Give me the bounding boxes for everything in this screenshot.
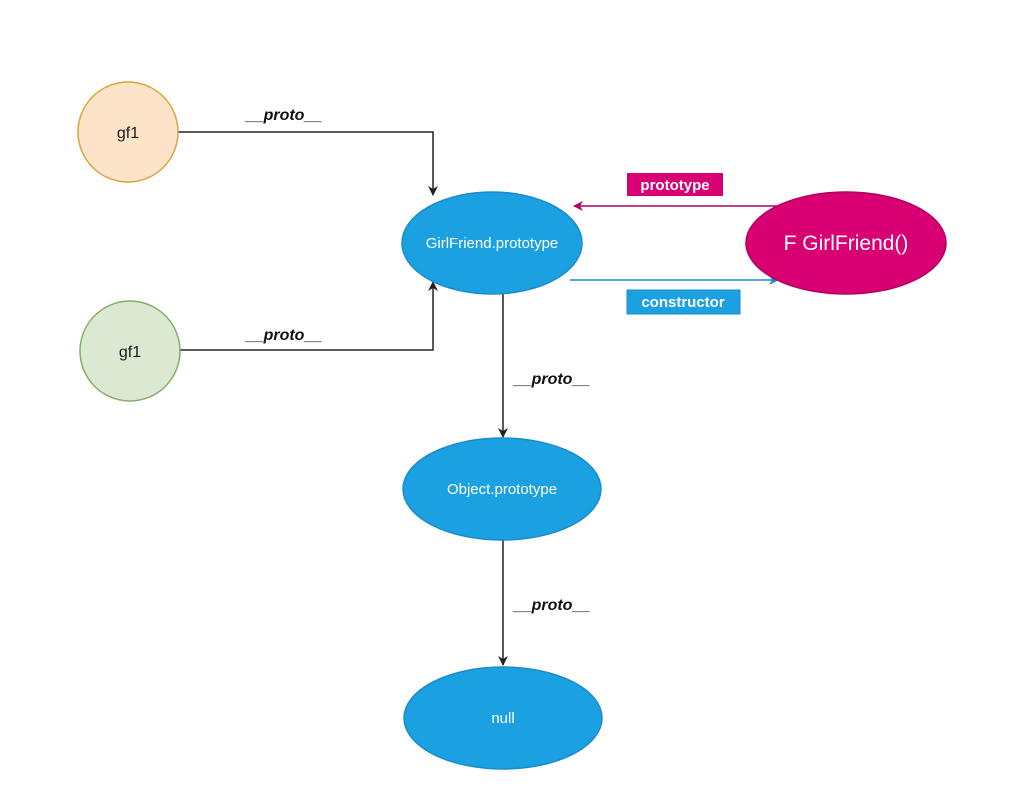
node-gf1-top: gf1 [77,81,179,183]
edge-gf1-top-to-girlfriend-prototype [178,131,438,196]
node-gf1-bottom-label: gf1 [119,344,141,361]
node-girlfriend-function-label: F GirlFriend() [784,232,909,255]
node-girlfriend-prototype-shape [401,191,583,295]
prototype-tag-background [627,173,723,196]
node-object-prototype-shape [402,437,602,541]
node-girlfriend-prototype: GirlFriend.prototype [401,191,583,295]
node-girlfriend-prototype-label: GirlFriend.prototype [426,235,559,252]
node-null: null [403,666,603,770]
node-null-label: null [491,710,514,727]
constructor-tag-label: constructor [641,294,725,311]
node-gf1-bottom: gf1 [79,300,181,402]
edge-label-object-proto: __proto__ [513,597,591,614]
constructor-tag: constructor [626,289,741,315]
edge-gf1-bottom-to-girlfriend-prototype [180,281,438,351]
edge-label-girlfriend-proto: __proto__ [513,371,591,388]
node-object-prototype-label: Object.prototype [447,481,557,498]
node-null-shape [403,666,603,770]
edge-label-gf1-top-proto: __proto__ [245,107,323,124]
prototype-tag-label: prototype [640,177,709,194]
edge-label-gf1-bottom-proto: __proto__ [245,327,323,344]
node-object-prototype: Object.prototype [402,437,602,541]
node-girlfriend-function: F GirlFriend() [745,191,947,295]
node-gf1-top-shape [77,81,179,183]
prototype-tag: prototype [627,173,723,196]
node-girlfriend-function-shape [745,191,947,295]
node-gf1-top-label: gf1 [117,125,139,142]
node-gf1-bottom-shape [79,300,181,402]
constructor-tag-background [626,289,741,315]
